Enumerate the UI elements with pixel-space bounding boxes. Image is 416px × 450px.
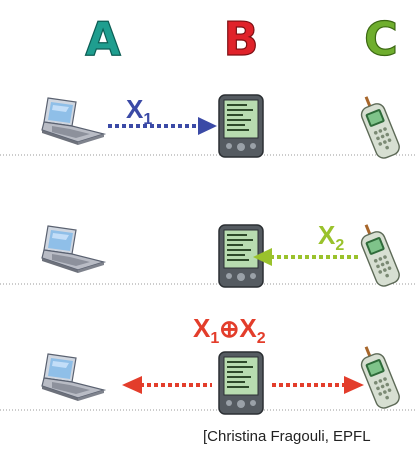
source-credit: [Christina Fragouli, EPFL <box>203 428 371 445</box>
column-header-c: C <box>364 12 398 66</box>
pda-icon <box>218 94 264 158</box>
message-x1: X1 <box>126 94 152 128</box>
message-x2: X2 <box>318 220 344 254</box>
column-header-a: A <box>85 12 121 66</box>
laptop-icon <box>41 353 105 402</box>
cellphone-icon <box>354 219 403 290</box>
arrow-c-to-b <box>253 248 358 266</box>
laptop-icon <box>41 97 105 146</box>
arrow-a-to-b <box>108 117 217 135</box>
laptop-icon <box>41 225 105 274</box>
column-header-b: B <box>223 12 258 66</box>
pda-icon <box>218 351 264 415</box>
cellphone-icon <box>354 341 403 412</box>
arrow-b-to-c <box>272 376 364 394</box>
cellphone-icon <box>354 91 403 162</box>
arrow-b-to-a <box>122 376 212 394</box>
message-x1-xor-x2: X1⊕X2 <box>193 313 266 347</box>
